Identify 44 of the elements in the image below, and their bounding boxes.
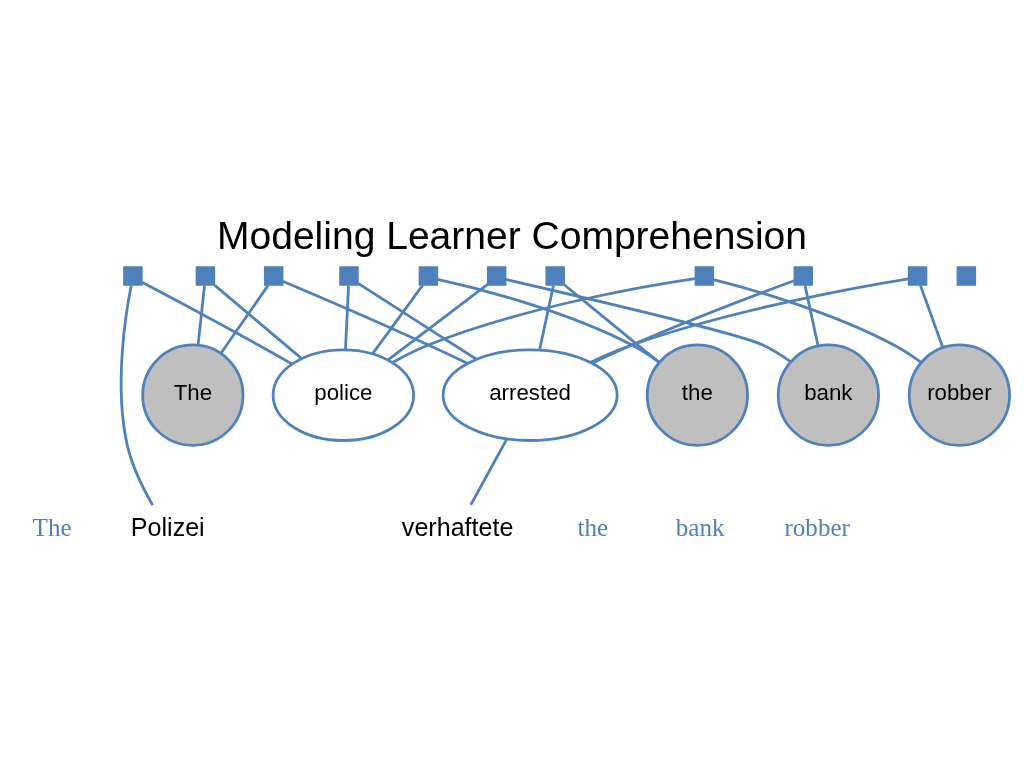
node-box (195, 266, 216, 286)
node-box (263, 266, 284, 286)
connector (371, 284, 424, 355)
node-box (907, 266, 928, 286)
connector (386, 283, 489, 362)
connector (803, 285, 820, 346)
node-box (123, 266, 143, 286)
node-circle: robber (907, 343, 1011, 447)
connector (713, 278, 922, 364)
connector (282, 279, 469, 365)
connector (344, 285, 350, 350)
node-box (956, 266, 977, 286)
connector (213, 284, 303, 360)
node-box (793, 266, 814, 286)
node-box (486, 266, 507, 286)
node-circle: bank (776, 343, 880, 447)
connector (538, 285, 555, 351)
connector (505, 278, 792, 363)
node-text: Polizei (130, 513, 205, 542)
label: robber (784, 514, 850, 542)
connector (919, 284, 945, 349)
connector (357, 282, 478, 361)
connector (219, 284, 270, 355)
node-text: verhaftete (401, 513, 514, 542)
node-box (418, 266, 439, 286)
connector (196, 285, 206, 346)
connector (141, 281, 293, 366)
node-box (339, 266, 359, 286)
connector (591, 279, 795, 365)
connector (469, 438, 508, 506)
connector (391, 277, 696, 364)
node-ellipse: police (271, 348, 415, 442)
node-ellipse: arrested (441, 348, 619, 442)
label: The (32, 514, 72, 542)
node-circle: The (141, 343, 245, 447)
node-box (545, 266, 565, 286)
diagram-title: Modeling Learner Comprehension (217, 214, 807, 258)
node-box (694, 266, 715, 286)
label: the (577, 514, 609, 542)
node-circle: the (645, 343, 749, 447)
connector (589, 277, 909, 364)
connector (119, 284, 154, 506)
label: bank (675, 514, 725, 542)
connector (437, 278, 661, 364)
